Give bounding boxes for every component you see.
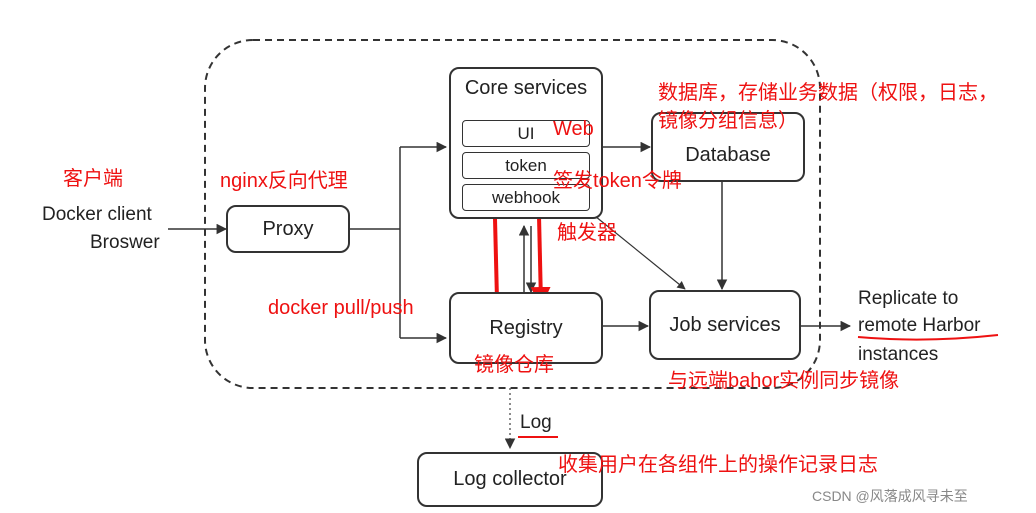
annotation-trigger: 触发器 — [557, 222, 617, 244]
core-services-title: Core services — [464, 77, 588, 99]
proxy-label: Proxy — [262, 217, 314, 240]
job-services-box: Job services — [649, 290, 801, 360]
annotation-sync: 与远端bahor实例同步镜像 — [668, 370, 900, 392]
arrow-core-to-job — [589, 211, 686, 290]
database-label: Database — [685, 143, 771, 166]
ui-label: UI — [517, 123, 535, 143]
annotation-log: 收集用户在各组件上的操作记录日志 — [558, 454, 878, 476]
database-box: Database — [651, 112, 805, 182]
annotation-client: 客户端 — [63, 168, 123, 190]
log-label: Log — [520, 412, 552, 433]
annotation-database-line2: 镜像分组信息） — [658, 110, 798, 132]
annotation-docker-pull-push: docker pull/push — [268, 297, 414, 319]
annotation-web: Web — [553, 118, 594, 140]
registry-box: Registry — [449, 292, 603, 364]
annotation-registry: 镜像仓库 — [474, 354, 554, 376]
client-label-line1: Docker client — [42, 204, 152, 225]
annotation-nginx: nginx反向代理 — [220, 170, 348, 192]
watermark: CSDN @风落成风寻未至 — [812, 488, 968, 504]
annotation-database-line1: 数据库，存储业务数据（权限，日志， — [658, 82, 998, 104]
proxy-box: Proxy — [226, 205, 350, 253]
log-collector-label: Log collector — [453, 468, 567, 490]
webhook-box: webhook — [462, 184, 590, 211]
red-underline-remote-harbor — [857, 334, 999, 341]
annotation-token: 签发token令牌 — [553, 170, 682, 192]
replicate-label-line2: remote Harbor — [858, 315, 981, 336]
webhook-label: webhook — [491, 187, 561, 207]
job-services-label: Job services — [669, 313, 781, 336]
replicate-label-line1: Replicate to — [858, 288, 959, 309]
token-label: token — [505, 155, 547, 175]
harbor-boundary — [204, 39, 821, 389]
replicate-label-line3: instances — [858, 344, 939, 365]
ui-box: UI — [462, 120, 590, 147]
registry-label: Registry — [489, 316, 563, 339]
client-label-line2: Broswer — [90, 232, 160, 253]
token-box: token — [462, 152, 590, 179]
log-collector-box: Log collector — [417, 452, 603, 507]
